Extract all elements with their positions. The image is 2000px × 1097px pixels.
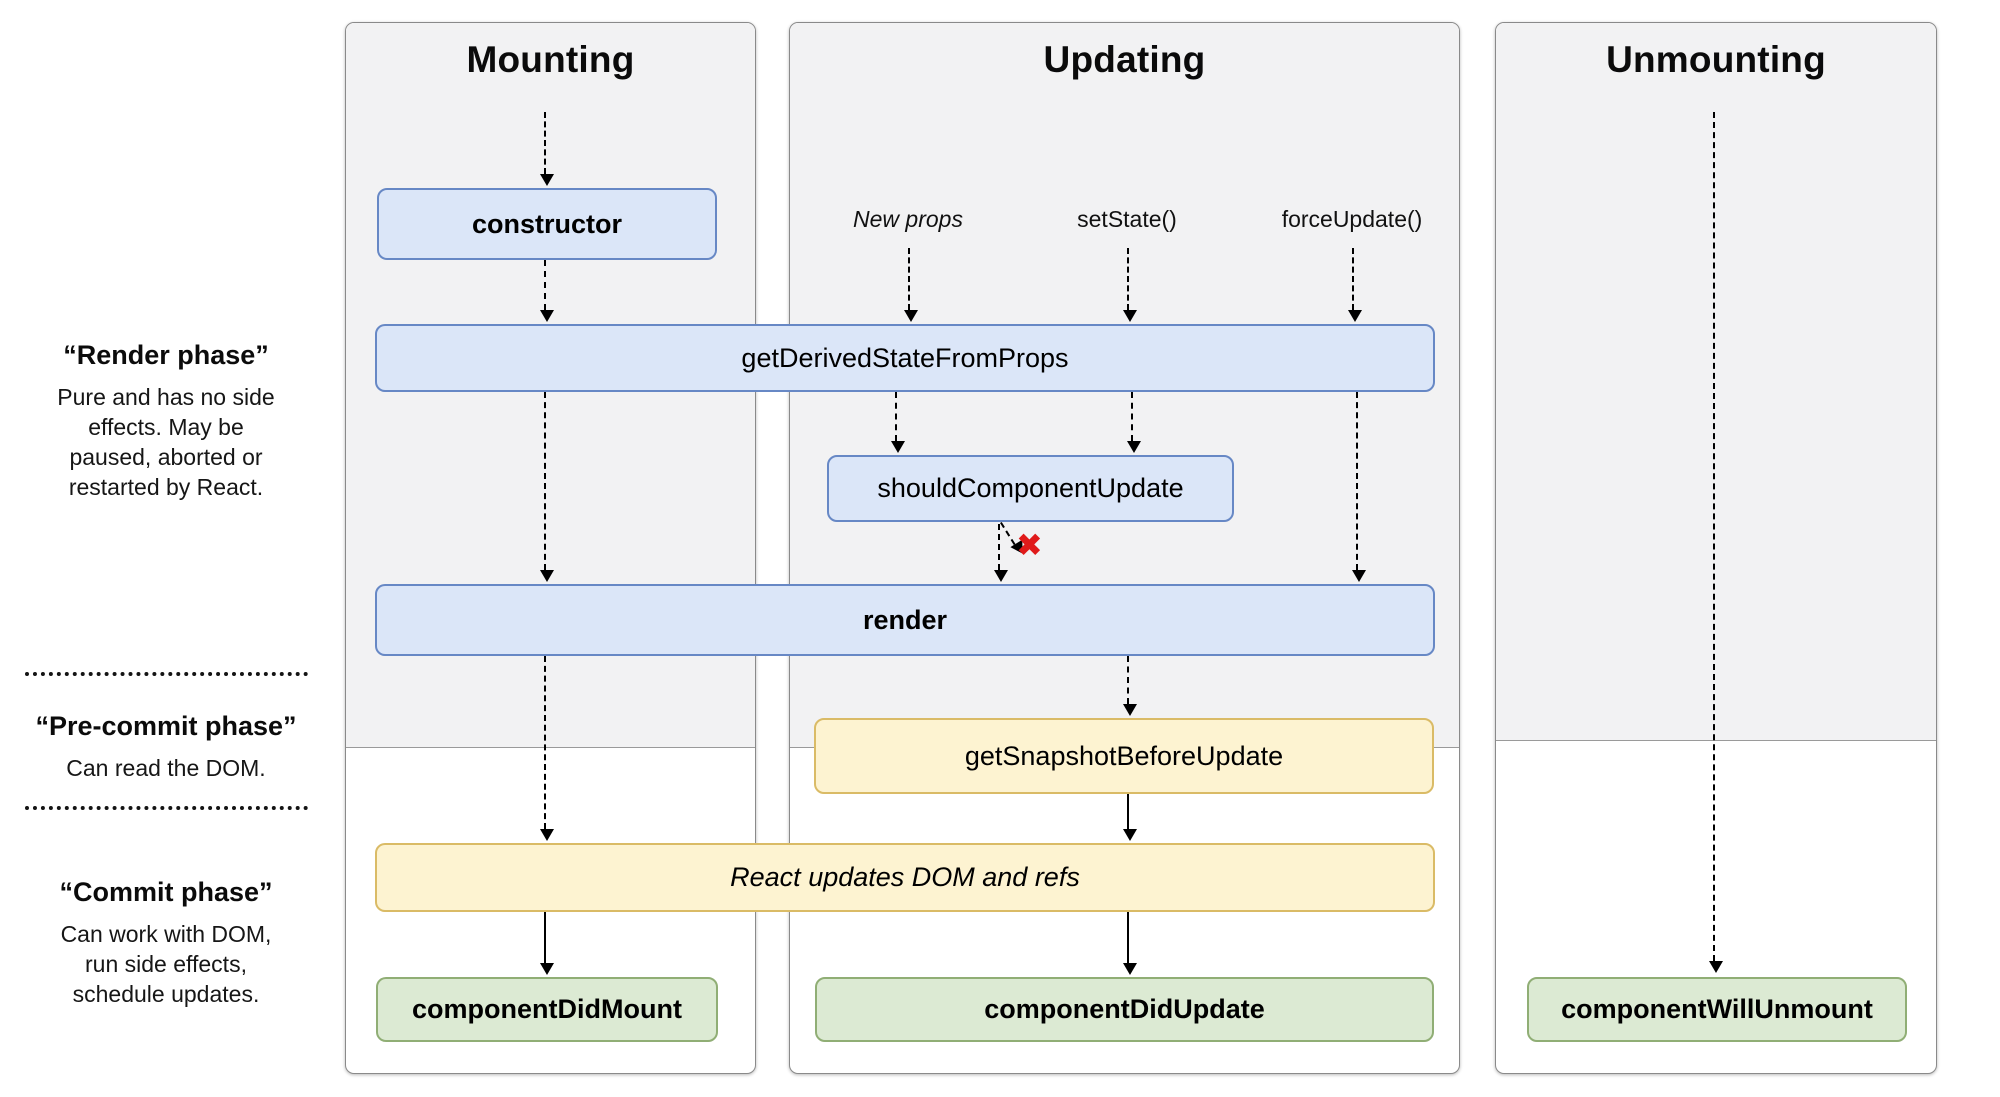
- render-phase-description: Pure and has no side effects. May be pau…: [57, 384, 275, 500]
- unmounting-title: Unmounting: [1606, 39, 1826, 80]
- skip-render-x-icon: ✖: [1016, 527, 1043, 563]
- new-props-label: New props: [853, 206, 963, 232]
- pre-commit-phase-title: “Pre-commit phase”: [35, 711, 297, 741]
- constructor-box: constructor: [377, 188, 717, 260]
- arrow-render-to-getsnapshot: [1123, 656, 1137, 716]
- arrow-reactupdates-to-componentdidupdate: [1123, 912, 1137, 975]
- arrow-getderivedstate-to-shouldcomponentupdate-left: [891, 392, 905, 453]
- setstate-label: setState(): [1077, 206, 1177, 232]
- arrow-getderivedstate-to-render-mounting: [540, 392, 554, 582]
- unmounting-render-phase-area: [1496, 23, 1936, 741]
- phase-divider-2: [25, 806, 308, 810]
- arrow-forceupdate-to-getderivedstate: [1348, 248, 1362, 322]
- arrow-constructor-to-getderivedstate: [540, 260, 554, 322]
- render-phase-title: “Render phase”: [63, 340, 269, 370]
- unmounting-panel: Unmounting: [1495, 22, 1937, 1074]
- arrow-getderivedstate-to-shouldcomponentupdate-right: [1127, 392, 1141, 453]
- shouldcomponentupdate-box: shouldComponentUpdate: [827, 455, 1234, 522]
- arrow-getsnapshot-to-reactupdates: [1123, 794, 1137, 841]
- forceupdate-label: forceUpdate(): [1281, 206, 1423, 232]
- componentwillunmount-box: componentWillUnmount: [1527, 977, 1907, 1042]
- commit-phase-description: Can work with DOM, run side effects, sch…: [60, 921, 272, 1007]
- getsnapshotbeforeupdate-box: getSnapshotBeforeUpdate: [814, 718, 1434, 794]
- arrow-forceupdate-bypass-to-render: [1352, 392, 1366, 582]
- arrow-unmounting-to-componentwillunmount: [1709, 112, 1723, 973]
- componentdidmount-box: componentDidMount: [376, 977, 718, 1042]
- react-updates-dom-box: React updates DOM and refs: [375, 843, 1435, 912]
- arrow-shouldcomponentupdate-to-render: [994, 524, 1008, 582]
- arrow-newprops-to-getderivedstate: [904, 248, 918, 322]
- componentdidupdate-box: componentDidUpdate: [815, 977, 1434, 1042]
- arrow-setstate-to-getderivedstate: [1123, 248, 1137, 322]
- pre-commit-phase-description: Can read the DOM.: [66, 755, 266, 781]
- getderivedstatefromprops-box: getDerivedStateFromProps: [375, 324, 1435, 392]
- mounting-title: Mounting: [466, 39, 635, 80]
- arrow-mounting-start-to-constructor: [540, 112, 554, 186]
- updating-title: Updating: [1043, 39, 1206, 80]
- arrow-reactupdates-to-componentdidmount: [540, 912, 554, 975]
- render-box: render: [375, 584, 1435, 656]
- arrow-render-to-reactupdates-mounting: [540, 656, 554, 841]
- commit-phase-title: “Commit phase”: [59, 877, 273, 907]
- phase-divider-1: [25, 672, 308, 676]
- updating-panel: Updating: [789, 22, 1460, 1074]
